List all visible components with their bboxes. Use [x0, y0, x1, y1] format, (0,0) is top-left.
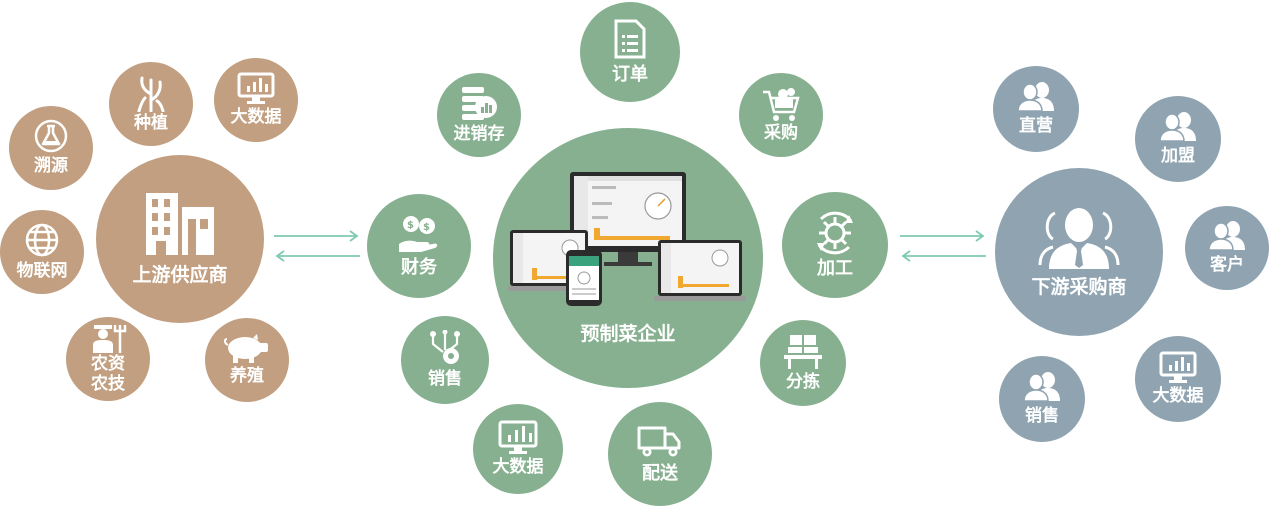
supplier-flow-arrows: [274, 230, 360, 262]
enterprise-node-delivery: 配送: [608, 402, 712, 506]
supplier-node-label: 物联网: [16, 261, 68, 282]
svg-text:$: $: [423, 222, 430, 233]
buyer-node-label: 加盟: [1161, 146, 1195, 167]
buyer-node-label: 大数据: [1152, 386, 1204, 407]
svg-text:$: $: [407, 220, 414, 231]
supplier-node-breeding: 养殖: [205, 318, 289, 402]
enterprise-node-label: 订单: [612, 63, 648, 85]
gear-cycle-icon: [817, 211, 853, 254]
supplier-node-label: 种植: [134, 113, 168, 134]
document-list-icon: [614, 19, 646, 59]
users-icon: [1018, 82, 1054, 112]
network-gear-icon: [430, 330, 460, 365]
pig-icon: [223, 334, 268, 364]
enterprise-node-sorting: 分拣: [760, 320, 846, 406]
buyer-node-label: 客户: [1210, 255, 1244, 276]
enterprise-node-label: 分拣: [786, 372, 820, 393]
enterprise-node-sales: 销售: [401, 316, 489, 404]
boxes-table-icon: [784, 335, 822, 370]
buyer-node-direct: 直营: [993, 66, 1079, 152]
enterprise-node-bigdata: 大数据: [473, 404, 563, 494]
enterprise-node-label: 加工: [817, 257, 853, 279]
supplier-node-planting: 种植: [109, 62, 193, 146]
farmer-icon: [93, 325, 127, 354]
enterprise-hub-label: 预制菜企业: [580, 323, 676, 345]
supplier-node-iot: 物联网: [0, 210, 84, 294]
plant-icon: [137, 76, 165, 113]
supplier-node-label: 农资 农技: [91, 354, 125, 394]
enterprise-hub: 预制菜企业: [493, 128, 763, 388]
buyer-node-sales: 销售: [999, 356, 1085, 442]
buyer-flow-arrows: [900, 230, 986, 262]
supplier-node-traceability: 溯源: [9, 106, 93, 190]
users-icon: [1209, 221, 1245, 251]
devices-icon: [508, 172, 746, 306]
flask-icon: [34, 119, 68, 153]
buyer-node-label: 直营: [1019, 116, 1053, 137]
supplier-node-label: 养殖: [230, 366, 264, 387]
buyer-hub: 下游采购商: [995, 168, 1163, 336]
business-person-icon: [1038, 208, 1120, 270]
supplier-hub-label: 上游供应商: [132, 264, 228, 287]
users-icon: [1024, 372, 1060, 402]
inventory-chart-icon: [462, 87, 497, 121]
truck-icon: [637, 426, 681, 457]
enterprise-node-processing: 加工: [782, 192, 888, 298]
enterprise-node-finance: $$ 财务: [367, 194, 471, 298]
enterprise-node-label: 财务: [401, 256, 437, 278]
buyer-node-label: 销售: [1025, 406, 1059, 427]
globe-icon: [25, 223, 59, 257]
supplier-node-agri: 农资 农技: [66, 317, 150, 401]
monitor-chart-icon: [498, 420, 538, 455]
building-icon: [146, 193, 214, 256]
supplier-node-label: 溯源: [34, 156, 68, 177]
buyer-node-customer: 客户: [1185, 206, 1269, 290]
buyer-node-franchise: 加盟: [1135, 96, 1221, 182]
enterprise-node-label: 采购: [764, 123, 798, 144]
enterprise-node-label: 配送: [642, 462, 678, 484]
enterprise-node-label: 大数据: [492, 457, 544, 478]
users-icon: [1160, 112, 1196, 142]
buyer-hub-label: 下游采购商: [1031, 276, 1127, 299]
monitor-chart-icon: [237, 72, 275, 105]
enterprise-node-inventory: 进销存: [437, 73, 521, 157]
buyer-node-bigdata: 大数据: [1135, 336, 1221, 422]
enterprise-node-purchase: 采购: [739, 73, 823, 157]
supplier-node-bigdata: 大数据: [214, 58, 298, 142]
shopping-cart-icon: [763, 88, 800, 122]
supplier-hub: 上游供应商: [96, 155, 264, 323]
enterprise-node-label: 销售: [428, 369, 462, 390]
monitor-chart-icon: [1159, 351, 1197, 384]
money-hand-icon: $$: [399, 215, 438, 252]
enterprise-node-label: 进销存: [453, 124, 505, 145]
enterprise-node-order: 订单: [580, 2, 680, 102]
supplier-node-label: 大数据: [230, 107, 282, 128]
